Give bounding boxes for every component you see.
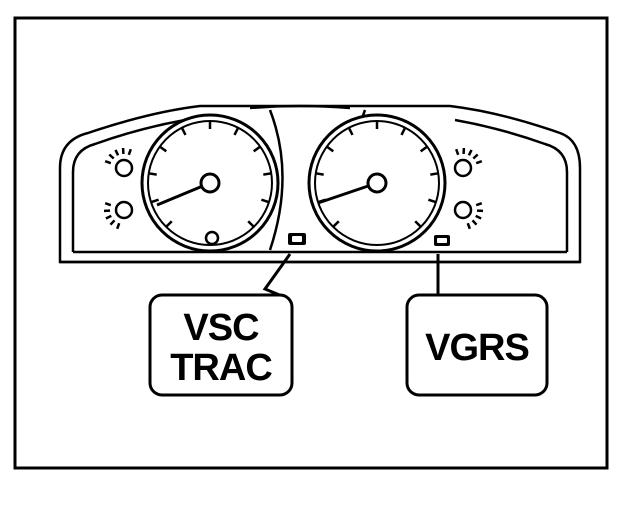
gauge-tick [315,172,324,176]
callout-vsc-trac-line-2: TRAC [170,347,272,389]
gauge-tick [127,148,132,156]
gauge-tick [419,145,428,153]
gauge-tick [263,172,272,176]
gauge-tick [114,149,120,156]
gauge-tick [104,202,112,207]
left-gauge [140,113,280,253]
small-gauge-right-bottom [453,200,473,220]
callout-vgrs: VGRS [405,293,549,397]
callout-vgrs-label: VGRS [425,327,529,369]
right-gauge-hub [366,172,388,194]
gauge-tick [466,222,471,230]
gauge-tick [252,145,261,153]
callout-vsc-trac-line-1: VSC [183,307,259,349]
gauge-tick [472,153,479,160]
small-left-gauge-ticks [103,147,132,230]
gauge-tick [400,127,407,136]
small-right-gauges [453,147,484,230]
gauge-tick [148,172,157,176]
gauge-tick [116,222,121,230]
gauge-tick [332,220,340,228]
gauge-tick [180,127,187,136]
small-gauge-left-top [114,158,134,178]
gauge-tick [105,214,112,220]
gauge-tick [471,219,478,226]
left-gauge-ticks [148,121,272,228]
gauge-tick [467,149,473,156]
gauge-tick [347,127,354,136]
gauge-tick [104,160,112,165]
left-gauge-hub [199,172,221,194]
gauge-tick [108,153,115,160]
gauge-tick [159,145,168,153]
callout-vgrs-box [405,293,549,397]
right-gauge [307,113,447,253]
gauge-tick [475,202,483,207]
gauge-tick [430,172,439,176]
gauge-tick [165,220,173,228]
gauge-tick [247,220,255,228]
vgrs-indicator-lamp [434,235,450,246]
small-right-gauge-ticks [455,147,484,230]
small-gauge-left-bottom [114,200,134,220]
small-left-gauges [103,147,134,230]
vsc-trac-indicator-lamp [288,233,306,245]
callout-vsc-trac-box [148,293,294,397]
callout-vsc-trac: VSC TRAC [148,293,294,397]
gauge-tick [150,198,159,204]
small-gauge-right-top [453,158,473,178]
gauge-tick [326,145,335,153]
gauge-tick [233,127,240,136]
left-gauge-odometer-knob [204,230,220,246]
gauge-tick [109,219,116,226]
gauge-tick [414,220,422,228]
gauge-tick [475,214,482,220]
gauge-tick [261,198,270,204]
gauge-tick [455,148,460,156]
gauge-tick [428,198,437,204]
gauge-tick [475,160,483,165]
